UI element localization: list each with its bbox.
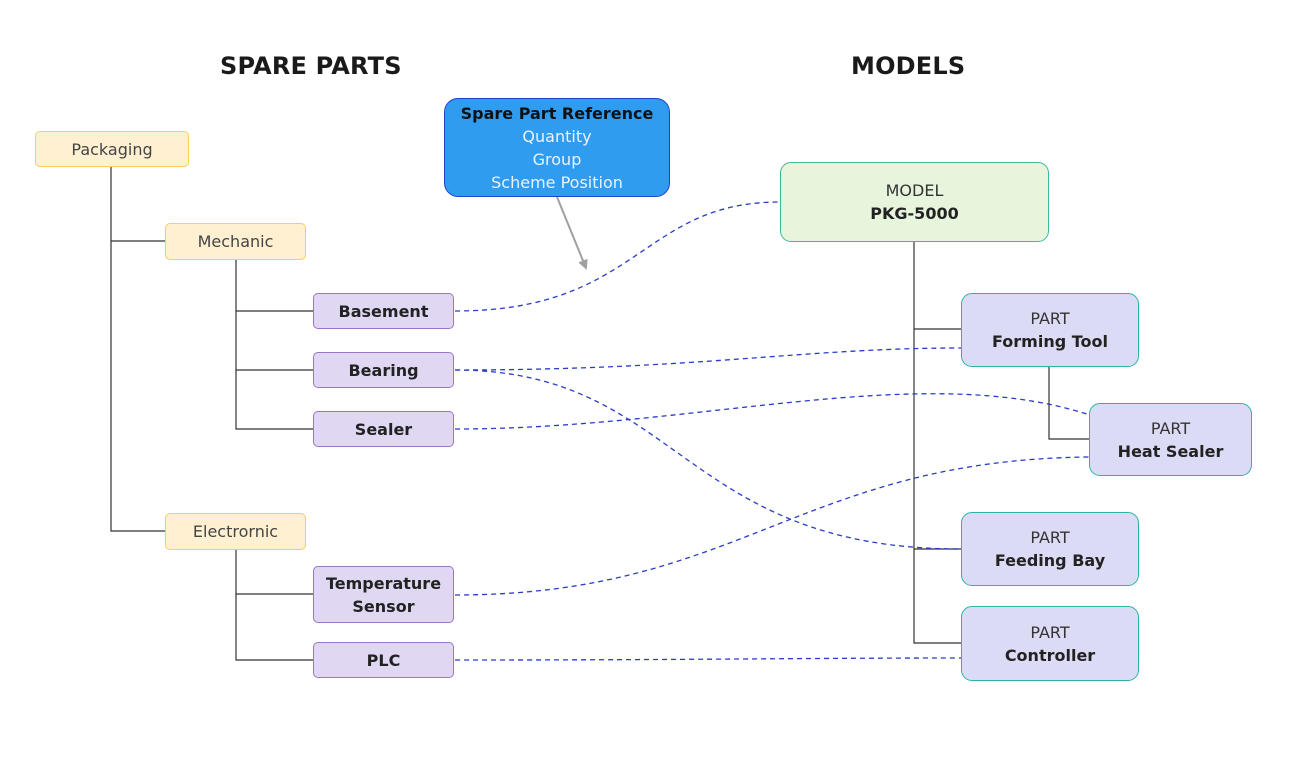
category-label: Mechanic xyxy=(197,232,274,251)
node-type-label: MODEL xyxy=(885,181,944,200)
part-name: Feeding Bay xyxy=(994,551,1106,570)
callout-arrow xyxy=(556,196,588,270)
part-feeding-bay[interactable]: PART Feeding Bay xyxy=(961,512,1139,586)
spare-part-plc[interactable]: PLC xyxy=(313,642,454,678)
tree-line-mechanic-sealer xyxy=(235,370,314,430)
spare-part-temperature-sensor[interactable]: Temperature Sensor xyxy=(313,566,454,623)
category-label: Packaging xyxy=(71,139,153,159)
model-pkg-5000[interactable]: MODEL PKG-5000 xyxy=(780,162,1049,242)
tree-line-forming-tool-heat-sealer xyxy=(1048,367,1089,440)
part-name: Forming Tool xyxy=(992,332,1108,351)
category-electronic[interactable]: Electrornic xyxy=(165,513,306,550)
tree-line-model-controller xyxy=(913,549,961,644)
spare-parts-heading: SPARE PARTS xyxy=(220,52,402,80)
link-sealer-heat-sealer xyxy=(454,393,1091,430)
part-name: Controller xyxy=(1004,645,1096,665)
model-name: PKG-5000 xyxy=(870,204,959,223)
category-label: Electrornic xyxy=(192,522,279,541)
part-forming-tool[interactable]: PART Forming Tool xyxy=(961,293,1139,367)
spare-part-label: Temperature Sensor xyxy=(325,573,442,616)
spare-part-basement[interactable]: Basement xyxy=(313,293,454,329)
callout-title: Spare Part Reference xyxy=(460,103,654,123)
callout-line-group: Group xyxy=(532,149,582,169)
link-basement-pkg5000 xyxy=(454,201,781,312)
spare-part-bearing[interactable]: Bearing xyxy=(313,352,454,388)
spare-part-label: Basement xyxy=(338,301,429,321)
spare-part-label: Sealer xyxy=(354,419,413,439)
tree-line-electronic-plc xyxy=(235,594,314,661)
callout-line-scheme-position: Scheme Position xyxy=(491,172,623,192)
tree-line-mechanic-bearing xyxy=(235,311,314,371)
link-temperature-sensor-heat-sealer xyxy=(454,456,1090,596)
models-heading: MODELS xyxy=(851,52,966,80)
spare-part-sealer[interactable]: Sealer xyxy=(313,411,454,447)
callout-line-quantity: Quantity xyxy=(522,126,592,146)
tree-line-electronic-temperature-sensor xyxy=(235,549,314,595)
tree-line-model-feeding-bay xyxy=(913,329,961,550)
node-type-label: PART xyxy=(1030,622,1070,642)
spare-part-label: Bearing xyxy=(348,360,419,380)
tree-line-mechanic-basement xyxy=(235,260,314,312)
node-type-label: PART xyxy=(1030,528,1070,547)
tree-line-model-forming-tool xyxy=(913,242,961,330)
link-bearing-forming-tool xyxy=(454,347,962,371)
spare-part-label: PLC xyxy=(366,650,401,670)
part-controller[interactable]: PART Controller xyxy=(961,606,1139,681)
node-type-label: PART xyxy=(1030,309,1070,328)
link-bearing-feeding-bay xyxy=(454,369,962,550)
tree-line-packaging-electronic xyxy=(110,241,165,532)
category-mechanic[interactable]: Mechanic xyxy=(165,223,306,260)
link-plc-controller xyxy=(454,657,962,661)
node-type-label: PART xyxy=(1150,418,1191,438)
spare-part-reference-callout[interactable]: Spare Part Reference Quantity Group Sche… xyxy=(444,98,670,197)
part-heat-sealer[interactable]: PART Heat Sealer xyxy=(1089,403,1252,476)
part-name: Heat Sealer xyxy=(1117,441,1224,461)
category-packaging[interactable]: Packaging xyxy=(35,131,189,167)
tree-line-packaging-mechanic xyxy=(110,167,165,242)
